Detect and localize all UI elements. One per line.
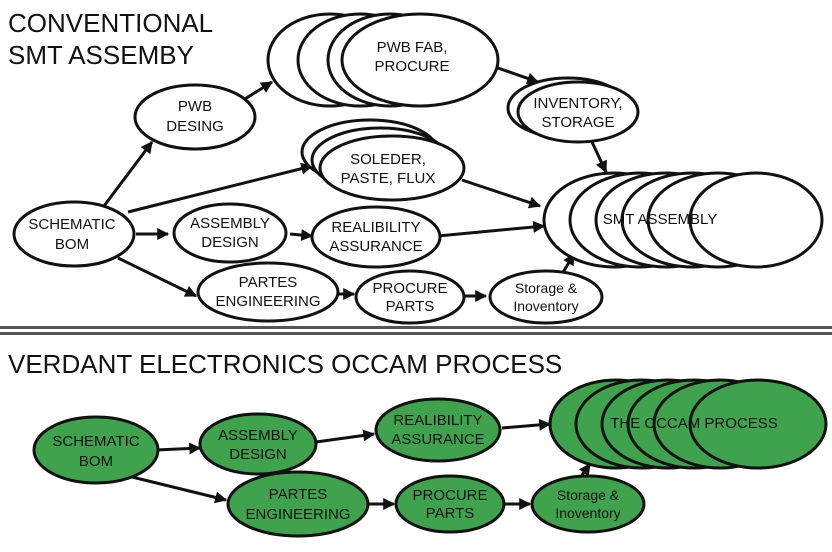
- parts-eng-label-1: PARTES: [239, 274, 298, 291]
- edge-occam-schematic-to-parts: [127, 474, 228, 504]
- occam-node-assembly-design: ASSEMBLY DESIGN: [198, 412, 318, 476]
- node-procure: PROCURE PARTS: [354, 269, 466, 325]
- assembly-design-label-1: ASSEMBLY: [190, 215, 270, 232]
- occam-procure-label-2: PARTS: [426, 505, 475, 522]
- pwb-design-label-2: DESING: [166, 118, 224, 135]
- occam-process-label: THE OCCAM PROCESS: [610, 415, 778, 432]
- occam-title: VERDANT ELECTRONICS OCCAM PROCESS: [8, 349, 562, 379]
- edge-occam-assembly-to-reliability: [315, 429, 376, 444]
- conventional-title-line1: CONVENTIONAL: [8, 8, 213, 38]
- pwb-design-label-1: PWB: [178, 98, 212, 115]
- node-solder: SOLEDER, PASTE, FLUX: [300, 118, 466, 202]
- section-divider-bottom: [0, 332, 832, 335]
- occam-storage-label-1: Storage &: [557, 487, 620, 503]
- node-reliability: REALIBILITY ASSURANCE: [310, 205, 442, 269]
- occam-node-reliability: REALIBILITY ASSURANCE: [374, 397, 502, 463]
- occam-procure-label-1: PROCURE: [412, 487, 487, 504]
- edge-occam-reliability-to-occam: [501, 418, 552, 431]
- conventional-title-line2: SMT ASSEMBY: [8, 40, 194, 70]
- node-assembly-design: ASSEMBLY DESIGN: [172, 202, 288, 264]
- pwb-fab-label-2: PROCURE: [374, 58, 449, 75]
- storage-label-1: Storage &: [515, 280, 578, 296]
- edge-occam-schematic-to-assembly: [155, 442, 202, 455]
- solder-label-1: SOLEDER,: [350, 151, 426, 168]
- occam-schematic-label-1: SCHEMATIC: [52, 433, 139, 450]
- occam-assembly-label-1: ASSEMBLY: [218, 427, 298, 444]
- node-schematic: SCHEMATIC BOM: [12, 200, 136, 268]
- node-pwb-design: PWB DESING: [133, 83, 257, 151]
- edge-assembly-design-to-reliability: [289, 229, 314, 241]
- node-storage: Storage & Inoventory: [488, 269, 604, 325]
- section-divider-top: [0, 326, 832, 329]
- node-inventory: INVENTORY, STORAGE: [506, 76, 640, 144]
- occam-node-schematic: SCHEMATIC BOM: [32, 415, 160, 485]
- occam-assembly-label-2: DESIGN: [229, 446, 287, 463]
- schematic-label-2: BOM: [55, 236, 89, 253]
- procure-label-2: PARTS: [386, 298, 435, 315]
- occam-node-procure: PROCURE PARTS: [394, 474, 506, 534]
- parts-eng-label-2: ENGINEERING: [215, 293, 320, 310]
- node-parts-engineering: PARTES ENGINEERING: [196, 261, 340, 323]
- occam-schematic-label-2: BOM: [79, 453, 113, 470]
- procure-label-1: PROCURE: [372, 280, 447, 297]
- node-smt-assembly: SMT ASSEMBLY: [542, 171, 824, 269]
- stack-ellipse: [340, 12, 500, 108]
- pwb-fab-label-1: PWB FAB,: [377, 39, 448, 56]
- occam-node-storage: Storage & Inoventory: [530, 474, 646, 534]
- edge-schematic-to-solder: [127, 162, 314, 214]
- reliability-label-2: ASSURANCE: [329, 238, 422, 255]
- node-pwb-fab: PWB FAB, PROCURE: [266, 12, 500, 108]
- edge-reliability-to-smt: [437, 221, 546, 238]
- occam-parts-label-2: ENGINEERING: [245, 506, 350, 523]
- edge-solder-to-smt: [461, 178, 542, 209]
- reliability-label-1: REALIBILITY: [331, 219, 420, 236]
- edge-schematic-to-pwb-design: [102, 141, 154, 207]
- schematic-label-1: SCHEMATIC: [28, 216, 115, 233]
- occam-parts-label-1: PARTES: [269, 486, 328, 503]
- inventory-label-1: INVENTORY,: [533, 95, 622, 112]
- edge-schematic-to-parts-eng: [117, 256, 198, 298]
- inventory-label-2: STORAGE: [541, 114, 614, 131]
- occam-reliability-label-2: ASSURANCE: [391, 431, 484, 448]
- occam-node-process: THE OCCAM PROCESS: [548, 378, 828, 470]
- storage-label-2: Inoventory: [513, 298, 578, 314]
- assembly-design-label-2: DESIGN: [201, 234, 259, 251]
- occam-node-parts-engineering: PARTES ENGINEERING: [226, 470, 370, 538]
- edge-pwb-fab-to-inventory: [497, 66, 540, 85]
- edge-inventory-to-smt: [590, 141, 608, 174]
- smt-label: SMT ASSEMBLY: [603, 211, 718, 228]
- occam-reliability-label-1: REALIBILITY: [393, 412, 482, 429]
- solder-label-2: PASTE, FLUX: [341, 170, 436, 187]
- occam-storage-label-2: Inoventory: [555, 505, 620, 521]
